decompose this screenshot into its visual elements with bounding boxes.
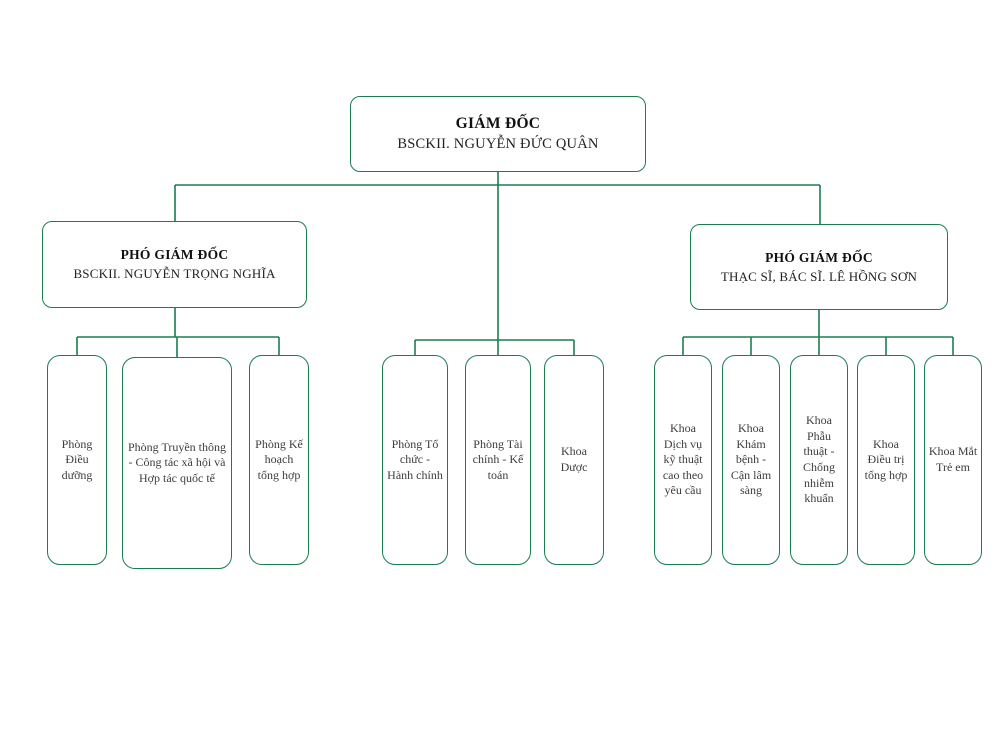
dept-mat-tre-em: Khoa Mắt Trẻ em: [924, 355, 982, 565]
dept-phau-thuat-chong-nhiem-khuan: Khoa Phẫu thuật - Chống nhiễm khuẩn: [790, 355, 848, 565]
deputy-left-title: PHÓ GIÁM ĐỐC: [120, 247, 229, 262]
dept-label: Khoa Khám bệnh - Cận lâm sàng: [730, 421, 772, 498]
dept-label: Khoa Dịch vụ kỹ thuật cao theo yêu cầu: [662, 421, 704, 498]
dept-tai-chinh-ke-toan: Phòng Tài chính - Kế toán: [465, 355, 531, 565]
director-name: BSCKII. NGUYỄN ĐỨC QUÂN: [397, 136, 599, 152]
dept-label: Khoa Phẫu thuật - Chống nhiễm khuẩn: [802, 413, 835, 506]
deputy-right-title: PHÓ GIÁM ĐỐC: [765, 249, 873, 265]
dept-label: Phòng Kế hoạch tổng hợp: [255, 436, 303, 482]
director-node: GIÁM ĐỐC BSCKII. NGUYỄN ĐỨC QUÂN: [350, 96, 646, 172]
dept-ke-hoach-tong-hop: Phòng Kế hoạch tổng hợp: [249, 355, 309, 565]
dept-to-chuc-hanh-chinh: Phòng Tổ chức - Hành chính: [382, 355, 448, 565]
dept-kham-benh-can-lam-sang: Khoa Khám bệnh - Cận lâm sàng: [722, 355, 780, 565]
deputy-right-name: THẠC SĨ, BÁC SĨ. LÊ HỒNG SƠN: [720, 268, 918, 284]
director-title: GIÁM ĐỐC: [455, 115, 541, 132]
dept-label: Khoa Mắt Trẻ em: [928, 444, 978, 474]
dept-label: Khoa Điều trị tổng hợp: [864, 436, 908, 482]
dept-label: Phòng Điều dưỡng: [61, 436, 93, 482]
dept-dieu-duong: Phòng Điều dưỡng: [47, 355, 107, 565]
deputy-left-name: BSCKII. NGUYỄN TRỌNG NGHĨA: [73, 266, 276, 281]
dept-khoa-duoc: Khoa Dược: [544, 355, 604, 565]
deputy-right-node: PHÓ GIÁM ĐỐC THẠC SĨ, BÁC SĨ. LÊ HỒNG SƠ…: [690, 224, 948, 310]
dept-label: Phòng Truyền thông - Công tác xã hội và …: [127, 439, 227, 485]
dept-label: Phòng Tổ chức - Hành chính: [387, 436, 443, 482]
dept-truyen-thong: Phòng Truyền thông - Công tác xã hội và …: [122, 357, 232, 569]
dept-dich-vu-ky-thuat-cao: Khoa Dịch vụ kỹ thuật cao theo yêu cầu: [654, 355, 712, 565]
deputy-left-node: PHÓ GIÁM ĐỐC BSCKII. NGUYỄN TRỌNG NGHĨA: [42, 221, 307, 308]
dept-dieu-tri-tong-hop: Khoa Điều trị tổng hợp: [857, 355, 915, 565]
dept-label: Phòng Tài chính - Kế toán: [472, 436, 524, 482]
dept-label: Khoa Dược: [560, 444, 588, 474]
